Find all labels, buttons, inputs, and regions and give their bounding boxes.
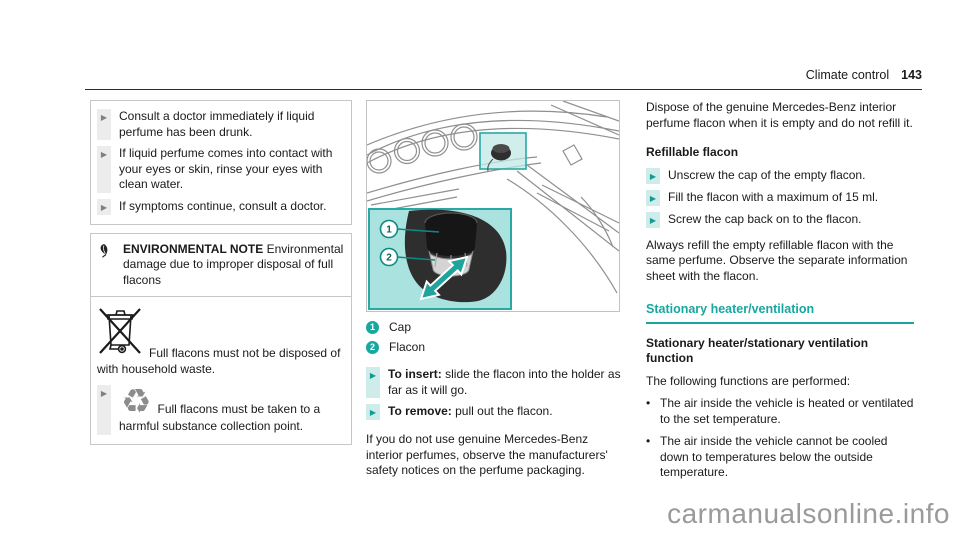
disposal-collection-item: ▶ ♻Full flacons must be taken to a harmf…: [97, 385, 345, 435]
arrow-bullet-icon: ▶: [646, 189, 660, 206]
callout-circle-1: [379, 219, 399, 239]
refill-step: ▶ Fill the flacon with a maximum of 15 m…: [646, 189, 914, 206]
leaf-icon: [97, 242, 123, 289]
disposal-collection-content: ♻Full flacons must be taken to a harmful…: [119, 385, 345, 435]
legend-row: 1 Cap: [366, 320, 622, 336]
warning-item-text: Consult a doctor immediately if liquid p…: [119, 109, 315, 139]
refill-step-text: Screw the cap back on to the flacon.: [668, 211, 862, 226]
figure-legend: 1 Cap 2 Flacon: [366, 320, 622, 355]
crossed-out-bin-icon: [97, 305, 143, 362]
cap-highlight-rect: [479, 132, 527, 170]
warning-item: ▶ Consult a doctor immediately if liquid…: [97, 109, 345, 140]
arrow-bullet-icon: ▶: [97, 198, 111, 215]
warning-item: ▶ If symptoms continue, consult a doctor…: [97, 198, 345, 215]
refill-step-text: Unscrew the cap of the empty flacon.: [668, 167, 866, 182]
arrow-bullet-icon: ▶: [646, 211, 660, 228]
arrow-bullet-icon: ▶: [646, 167, 660, 184]
environmental-note: ENVIRONMENTAL NOTE Environmental damage …: [91, 234, 351, 297]
functions-intro: The following functions are performed:: [646, 373, 851, 388]
arrow-bullet-icon: ▶: [366, 404, 380, 420]
environmental-note-label: ENVIRONMENTAL NOTE: [123, 241, 264, 256]
refill-steps: ▶ Unscrew the cap of the empty flacon. ▶…: [646, 167, 914, 228]
disposal-household-text: Full flacons must not be disposed of wit…: [97, 346, 341, 376]
function-item-text: The air inside the vehicle cannot be coo…: [660, 434, 888, 479]
insert-step-label: To insert:: [388, 367, 442, 381]
remove-step: ▶ To remove: pull out the flacon.: [366, 404, 622, 420]
slide-direction-arrow: [419, 255, 469, 301]
arrow-bullet-icon: ▶: [97, 109, 111, 140]
middle-column: 1 2 1 Cap 2 Flacon ▶ To insert: slide th…: [366, 100, 622, 479]
refillable-flacon-heading: Refillable flacon: [646, 145, 739, 159]
refill-step-text: Fill the flacon with a maximum of 15 ml.: [668, 189, 879, 204]
arrow-bullet-icon: ▶: [97, 146, 111, 193]
warning-item-text: If liquid perfume comes into contact wit…: [119, 146, 333, 191]
environmental-note-body: Environmental damage due to improper dis…: [123, 241, 344, 287]
perfume-note-paragraph: If you do not use genuine Mercedes-Benz …: [366, 432, 608, 477]
dispose-paragraph: Dispose of the genuine Mercedes-Benz int…: [646, 100, 913, 130]
disposal-household-paragraph: Full flacons must not be disposed of wit…: [97, 305, 345, 377]
watermark: carmanualsonline.info: [667, 498, 950, 529]
legend-row: 2 Flacon: [366, 340, 622, 356]
function-list: • The air inside the vehicle is heated o…: [646, 396, 914, 481]
insert-step-text: To insert: slide the flacon into the hol…: [388, 367, 622, 398]
remove-step-text: To remove: pull out the flacon.: [388, 404, 622, 420]
callout-number-2: 2: [386, 253, 392, 264]
warning-item-text: If symptoms continue, consult a doctor.: [119, 198, 327, 213]
left-column: ▶ Consult a doctor immediately if liquid…: [90, 100, 352, 445]
arrow-bullet-icon: ▶: [97, 385, 111, 435]
refill-step: ▶ Screw the cap back on to the flacon.: [646, 211, 914, 228]
warning-box: ▶ Consult a doctor immediately if liquid…: [90, 100, 352, 225]
legend-number-circle: 2: [366, 340, 379, 354]
dot-bullet-icon: •: [646, 396, 651, 410]
remove-step-label: To remove:: [388, 404, 452, 418]
function-item-text: The air inside the vehicle is heated or …: [660, 396, 914, 426]
refill-note-paragraph: Always refill the empty refillable flaco…: [646, 237, 908, 283]
function-heading: Stationary heater/stationary ventilation…: [646, 335, 869, 366]
callout-circle-2: [379, 247, 399, 267]
warning-item: ▶ If liquid perfume comes into contact w…: [97, 146, 345, 193]
callout-number-1: 1: [386, 225, 392, 236]
function-item: • The air inside the vehicle is heated o…: [646, 396, 914, 427]
arrow-bullet-icon: ▶: [366, 367, 380, 398]
environmental-box: ENVIRONMENTAL NOTE Environmental damage …: [90, 232, 352, 445]
recycling-icon: ♻: [121, 382, 152, 422]
right-column: Dispose of the genuine Mercedes-Benz int…: [646, 100, 914, 488]
refill-step: ▶ Unscrew the cap of the empty flacon.: [646, 167, 914, 184]
stationary-heater-heading: Stationary heater/ventilation: [646, 302, 914, 324]
environmental-note-text: ENVIRONMENTAL NOTE Environmental damage …: [123, 242, 345, 289]
page-number: 143: [901, 68, 922, 82]
insert-step-body: slide the flacon into the holder as far …: [388, 367, 621, 397]
page-header: Climate control 143: [85, 68, 922, 90]
dashboard-illustration: 1 2: [367, 101, 619, 310]
remove-step-body: pull out the flacon.: [451, 404, 553, 418]
dot-bullet-icon: •: [646, 434, 651, 448]
disposal-section: Full flacons must not be disposed of wit…: [91, 297, 351, 444]
section-title: Climate control: [805, 68, 890, 82]
function-item: • The air inside the vehicle cannot be c…: [646, 434, 914, 481]
legend-label: Cap: [389, 320, 412, 334]
flacon-holder-figure: 1 2: [366, 100, 620, 312]
flacon-inset: 1 2: [368, 208, 512, 310]
legend-number-circle: 1: [366, 321, 379, 335]
disposal-collection-text: Full flacons must be taken to a harmful …: [119, 402, 321, 433]
insert-step: ▶ To insert: slide the flacon into the h…: [366, 367, 622, 398]
legend-label: Flacon: [389, 339, 426, 354]
usage-steps: ▶ To insert: slide the flacon into the h…: [366, 367, 622, 420]
